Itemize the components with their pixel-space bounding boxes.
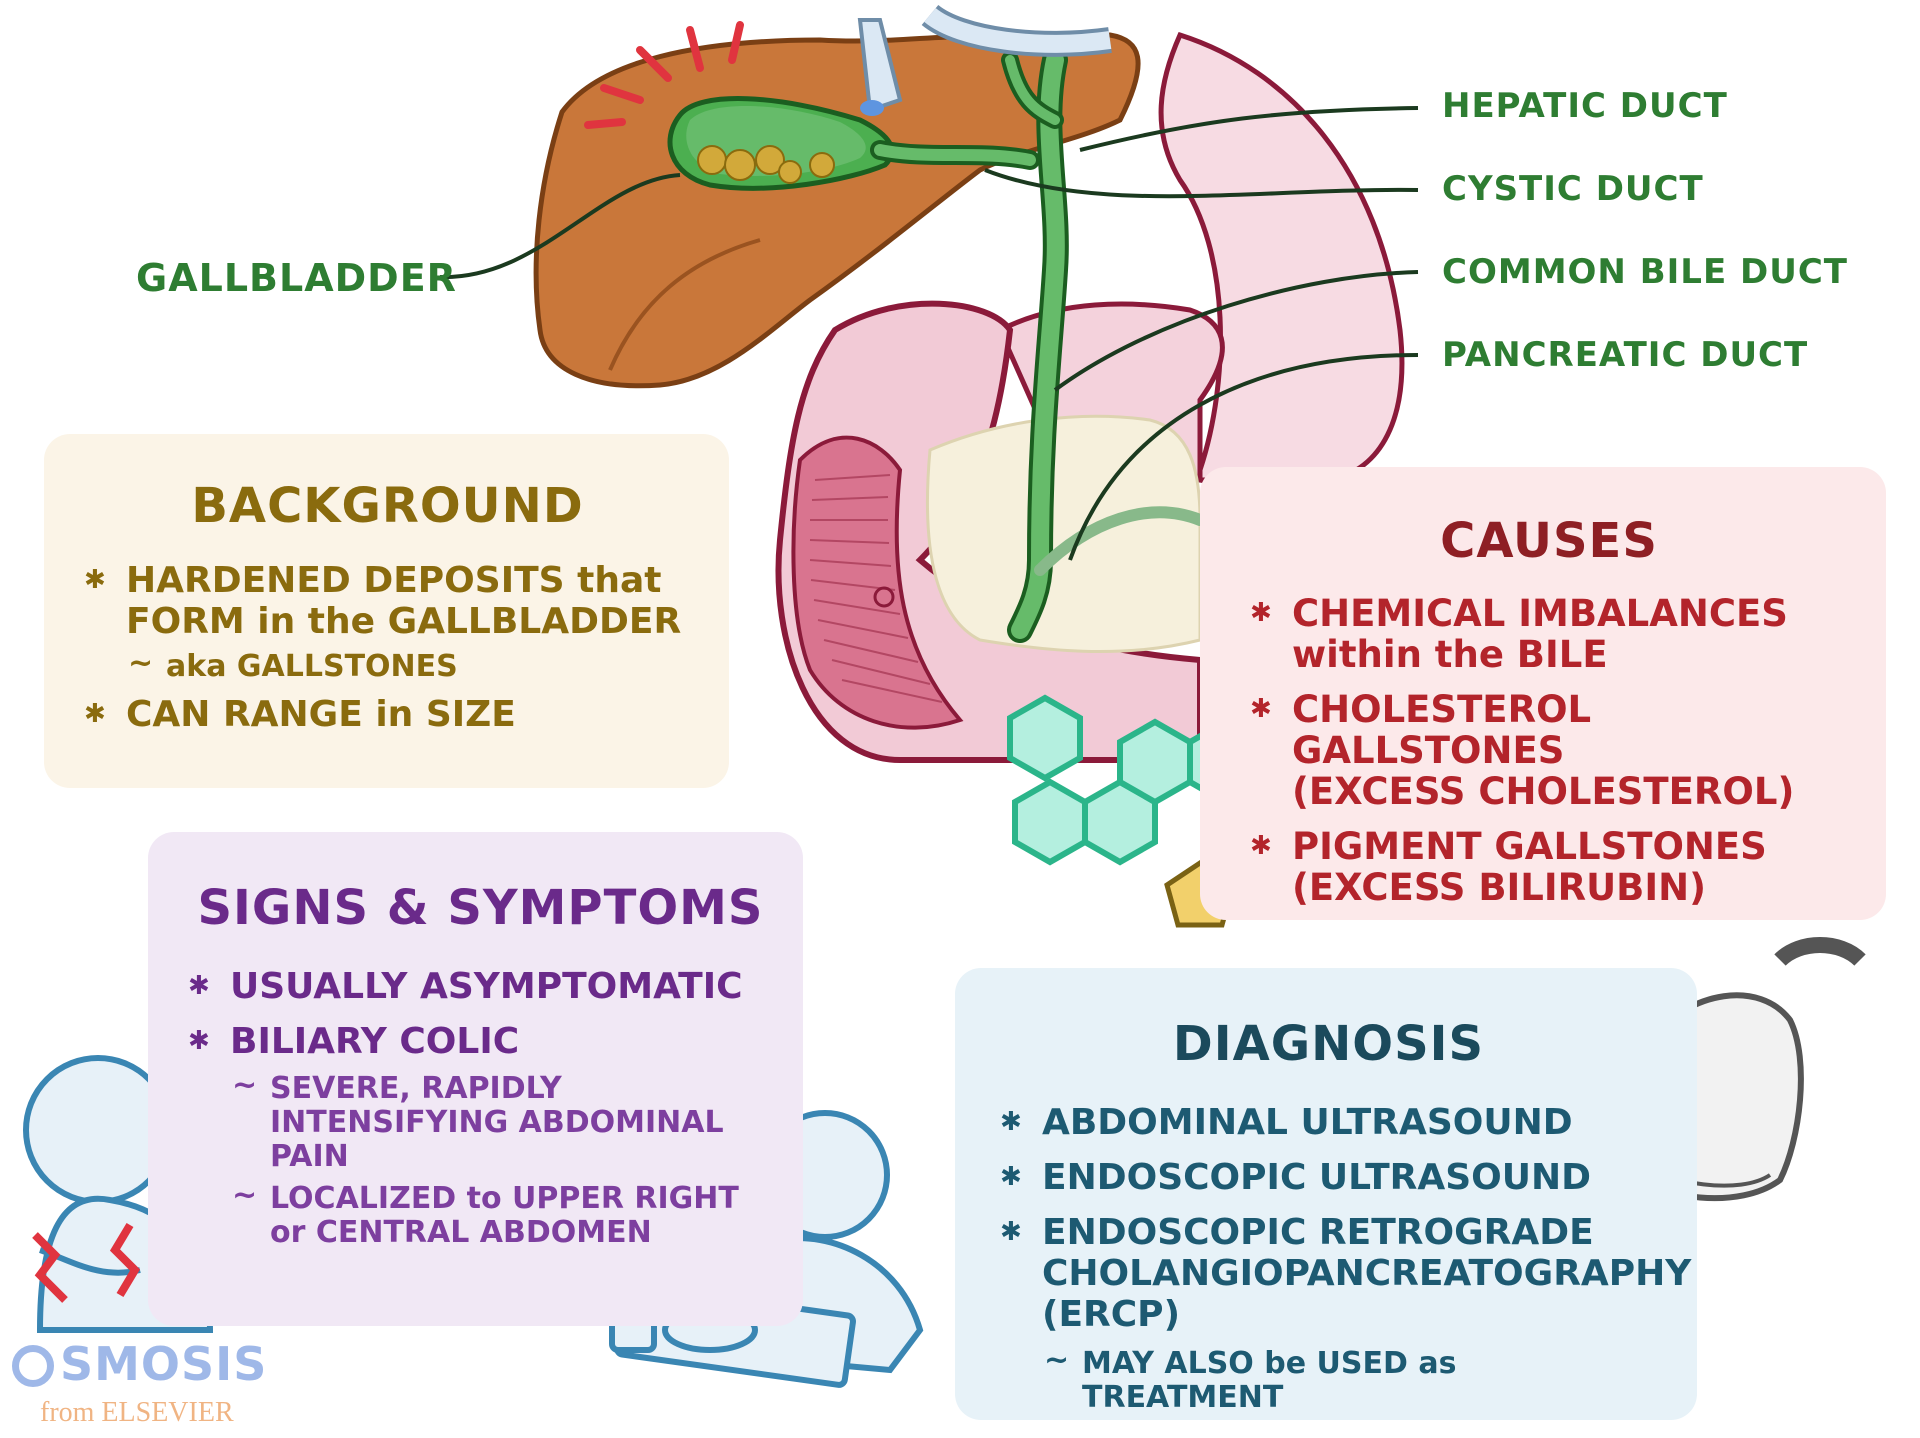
gallbladder-organ [667,96,895,191]
causes-item: CHEMICAL IMBALANCES within the BILE [1250,593,1848,675]
signs-subitem: LOCALIZED to UPPER RIGHT or CENTRAL ABDO… [188,1179,773,1250]
common-bile-duct-label: COMMON BILE DUCT [1442,252,1848,292]
hepatic-duct-label: HEPATIC DUCT [1442,86,1728,126]
signs-symptoms-panel: SIGNS & SYMPTOMS USUALLY ASYMPTOMATIC BI… [148,832,803,1326]
pancreatic-duct-label: PANCREATIC DUCT [1442,335,1809,375]
signs-title: SIGNS & SYMPTOMS [197,880,764,936]
diagnosis-subitem: MAY ALSO be USED as TREATMENT [1000,1344,1657,1415]
stomach-duodenum [775,31,1405,764]
signs-item: BILIARY COLIC [188,1021,773,1062]
background-subitem: aka GALLSTONES [84,647,691,684]
causes-panel: CAUSES CHEMICAL IMBALANCES within the BI… [1200,467,1886,920]
signs-item: USUALLY ASYMPTOMATIC [188,966,773,1007]
causes-item: CHOLESTEROL GALLSTONES [1250,689,1848,771]
logo-name: SMOSIS [60,1337,268,1391]
causes-item-detail: (EXCESS BILIRUBIN) [1292,866,1707,909]
leader-lines [439,106,1419,561]
logo-o-icon [12,1345,54,1387]
background-title: BACKGROUND [191,478,584,534]
gallbladder-label: GALLBLADDER [136,256,457,300]
diagnosis-item: ENDOSCOPIC ULTRASOUND [1000,1157,1657,1198]
logo-subtitle: from ELSEVIER [40,1397,234,1428]
pain-marks [584,21,744,129]
causes-title: CAUSES [1440,513,1658,569]
diagnosis-panel: DIAGNOSIS ABDOMINAL ULTRASOUND ENDOSCOPI… [955,968,1697,1420]
background-item: CAN RANGE in SIZE [84,694,691,735]
vessel [857,4,1112,116]
cystic-duct-label: CYSTIC DUCT [1442,169,1704,209]
signs-subitem: SEVERE, RAPIDLY INTENSIFYING ABDOMINAL P… [188,1069,773,1174]
bile-ducts [870,47,1206,643]
osmosis-logo: SMOSIS from ELSEVIER [10,1335,270,1435]
background-panel: BACKGROUND HARDENED DEPOSITS that FORM i… [44,434,729,788]
causes-item: PIGMENT GALLSTONES [1250,826,1848,867]
diagnosis-item: ENDOSCOPIC RETROGRADE CHOLANGIOPANCREATO… [1000,1212,1691,1335]
diagnosis-item: ABDOMINAL ULTRASOUND [1000,1102,1657,1143]
background-item: HARDENED DEPOSITS that FORM in the GALLB… [84,560,691,642]
causes-item-detail: (EXCESS CHOLESTEROL) [1292,770,1795,813]
diagnosis-title: DIAGNOSIS [1172,1016,1485,1072]
